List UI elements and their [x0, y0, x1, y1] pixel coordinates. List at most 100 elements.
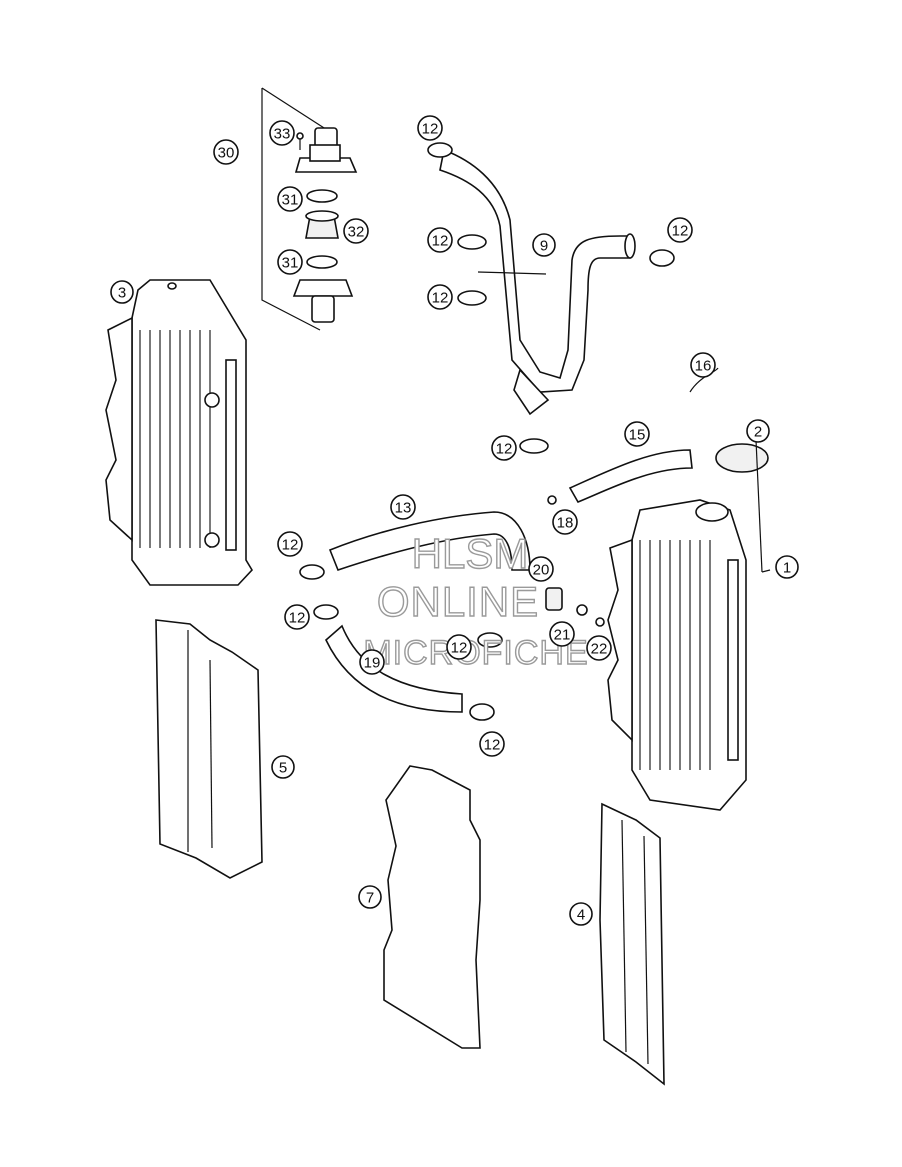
callout-20: 20 [528, 556, 554, 582]
callout-circle [343, 218, 369, 244]
callout-number: 2 [754, 424, 762, 441]
callout-number: 3 [118, 285, 126, 302]
callout-12: 12 [284, 604, 310, 630]
callout-circle [667, 217, 693, 243]
callout-number: 12 [289, 610, 306, 627]
callout-31: 31 [277, 249, 303, 275]
callout-number: 12 [422, 121, 439, 138]
callout-circle [775, 555, 799, 579]
callout-number: 18 [557, 515, 574, 532]
callout-number: 16 [695, 358, 712, 375]
callout-number: 19 [364, 655, 381, 672]
callout-circle [491, 435, 517, 461]
callout-number: 12 [451, 640, 468, 657]
callout-circle [358, 885, 382, 909]
callout-circle [446, 634, 472, 660]
callout-circle [417, 115, 443, 141]
callout-circle [213, 139, 239, 165]
callout-circle [277, 531, 303, 557]
callout-circle [284, 604, 310, 630]
callout-12: 12 [427, 284, 453, 310]
callout-circle [532, 233, 556, 257]
callout-22: 22 [586, 635, 612, 661]
callout-number: 12 [484, 737, 501, 754]
callout-number: 31 [282, 192, 299, 209]
callout-2: 2 [746, 419, 770, 443]
callout-12: 12 [427, 227, 453, 253]
callout-circle [569, 902, 593, 926]
callout-1: 1 [775, 555, 799, 579]
callout-32: 32 [343, 218, 369, 244]
callout-16: 16 [690, 352, 716, 378]
right-radiator [607, 439, 771, 811]
callout-number: 31 [282, 255, 299, 272]
callout-circle [746, 419, 770, 443]
callout-number: 30 [218, 145, 235, 162]
callout-number: 13 [395, 500, 412, 517]
callout-12: 12 [277, 531, 303, 557]
callout-18: 18 [552, 509, 578, 535]
hose-clamps [299, 142, 675, 721]
callout-circle [271, 755, 295, 779]
callout-circle [110, 280, 134, 304]
overflow-hose [547, 367, 719, 505]
callout-number: 12 [672, 223, 689, 240]
callout-number: 15 [629, 427, 646, 444]
callout-12: 12 [446, 634, 472, 660]
callout-12: 12 [491, 435, 517, 461]
callout-15: 15 [624, 421, 650, 447]
callout-number: 12 [282, 537, 299, 554]
callout-circle [624, 421, 650, 447]
watermark-line2: ONLINE [377, 578, 539, 625]
callout-30: 30 [213, 139, 239, 165]
callout-number: 1 [783, 560, 791, 577]
callout-9: 9 [532, 233, 556, 257]
callout-circle [390, 494, 416, 520]
callout-number: 12 [496, 441, 513, 458]
callout-number: 33 [274, 126, 291, 143]
callout-12: 12 [417, 115, 443, 141]
callout-circle [359, 649, 385, 675]
watermark-line1: HLSM [412, 530, 529, 577]
callout-13: 13 [390, 494, 416, 520]
callout-layer: 3033313231121212121293162151318112201221… [110, 115, 799, 926]
callout-number: 7 [366, 890, 374, 907]
callout-31: 31 [277, 186, 303, 212]
callout-circle [277, 249, 303, 275]
callout-19: 19 [359, 649, 385, 675]
callout-circle [479, 731, 505, 757]
callout-12: 12 [667, 217, 693, 243]
callout-7: 7 [358, 885, 382, 909]
callout-circle [427, 284, 453, 310]
callout-number: 20 [533, 562, 550, 579]
callout-circle [269, 120, 295, 146]
callout-circle [277, 186, 303, 212]
callout-number: 32 [348, 224, 365, 241]
callout-21: 21 [549, 621, 575, 647]
fittings [545, 587, 605, 627]
callout-3: 3 [110, 280, 134, 304]
callout-circle [549, 621, 575, 647]
callout-number: 4 [577, 907, 585, 924]
callout-33: 33 [269, 120, 295, 146]
shroud-left [155, 619, 263, 879]
callout-number: 12 [432, 233, 449, 250]
upper-hose [439, 148, 636, 416]
thermostat-assembly [261, 87, 358, 331]
callout-4: 4 [569, 902, 593, 926]
callout-number: 22 [591, 641, 608, 658]
callout-number: 9 [540, 238, 548, 255]
callout-circle [552, 509, 578, 535]
callout-circle [690, 352, 716, 378]
callout-circle [586, 635, 612, 661]
left-radiator [105, 279, 253, 586]
callout-number: 12 [432, 290, 449, 307]
callout-circle [528, 556, 554, 582]
callout-circle [427, 227, 453, 253]
shroud-right [599, 802, 665, 1086]
callout-number: 5 [279, 760, 287, 777]
callout-number: 21 [554, 627, 571, 644]
shroud-center [383, 765, 481, 1049]
callout-5: 5 [271, 755, 295, 779]
